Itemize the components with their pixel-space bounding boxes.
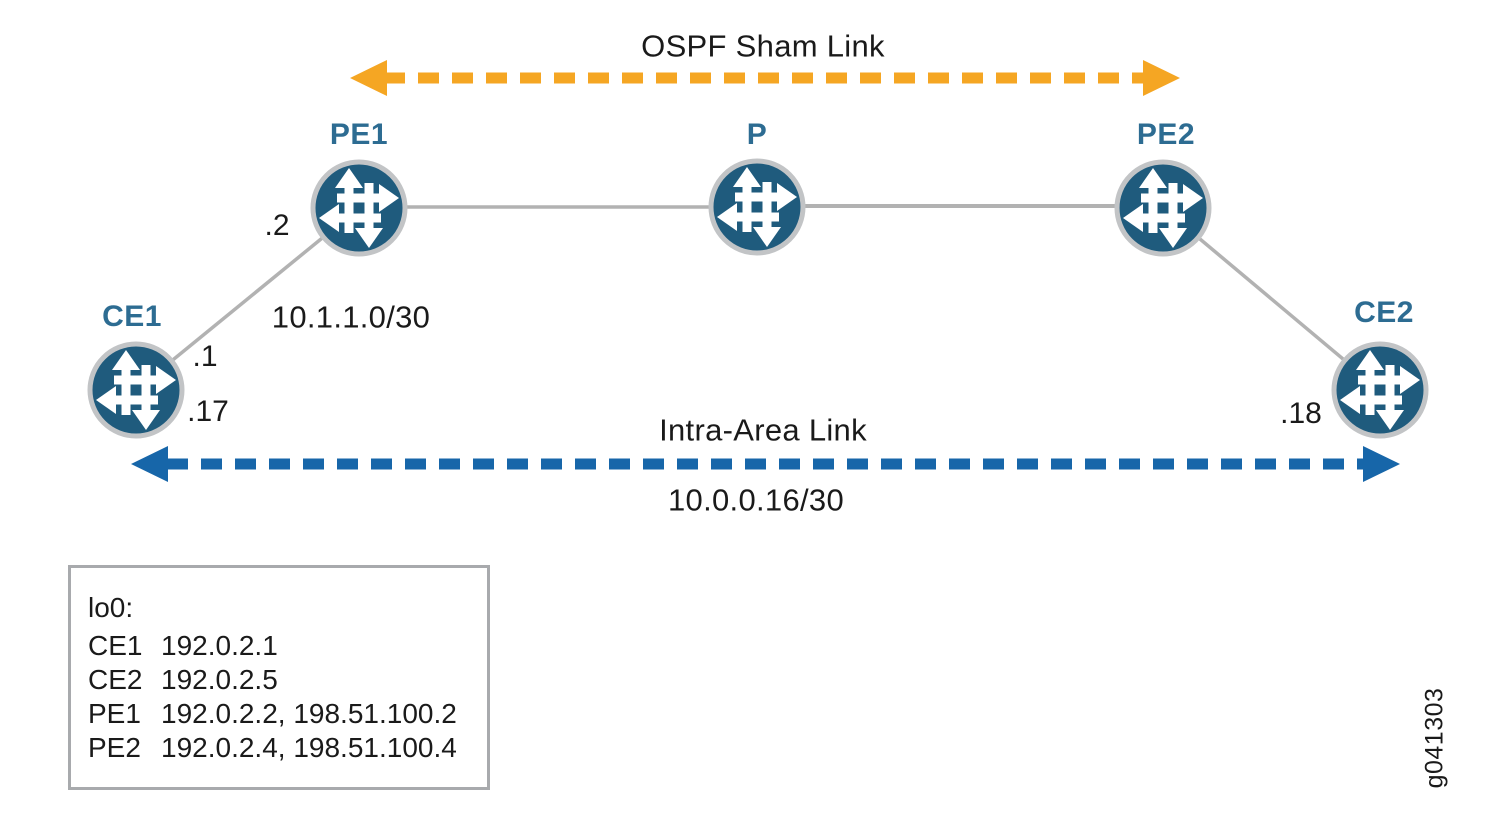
legend-row-ce2: CE2 192.0.2.5	[88, 663, 487, 697]
node-label-ce1: CE1	[102, 300, 162, 333]
legend-addresses: 192.0.2.2, 198.51.100.2	[161, 698, 457, 729]
router-node-ce2	[1330, 340, 1430, 440]
legend-row-pe2: PE2 192.0.2.4, 198.51.100.4	[88, 731, 487, 765]
legend-addresses: 192.0.2.5	[161, 664, 278, 695]
sham-link-arrowhead-right	[1143, 60, 1180, 96]
router-icon	[87, 341, 185, 439]
legend-device: CE2	[88, 664, 143, 695]
intra-area-arrowhead-left	[131, 446, 168, 482]
figure-id: g041303	[1420, 687, 1449, 789]
legend-row-pe1: PE1 192.0.2.2, 198.51.100.2	[88, 697, 487, 731]
interface-label-ce1-dot17: .17	[187, 395, 229, 428]
legend-heading: lo0:	[88, 592, 134, 623]
legend-addresses: 192.0.2.1	[161, 630, 278, 661]
router-node-ce1	[86, 340, 186, 440]
interface-label-pe1-dot2: .2	[264, 209, 290, 242]
node-label-pe1: PE1	[329, 118, 389, 151]
interface-label-ce2-dot18: .18	[1280, 397, 1322, 430]
router-icon	[1331, 341, 1429, 439]
node-label-pe2: PE2	[1136, 118, 1196, 151]
legend-device: PE2	[88, 732, 141, 763]
loopback-legend-box: lo0: CE1 192.0.2.1 CE2 192.0.2.5 PE1 192…	[68, 565, 490, 790]
sham-link-title: OSPF Sham Link	[641, 28, 885, 64]
ce1-pe1-subnet-label: 10.1.1.0/30	[271, 299, 431, 335]
node-label-ce2: CE2	[1354, 296, 1414, 329]
router-icon	[708, 158, 806, 256]
sham-link-arrow	[350, 60, 1180, 96]
router-node-pe1	[309, 158, 409, 258]
legend-device: PE1	[88, 698, 141, 729]
router-node-pe2	[1113, 158, 1213, 258]
router-icon	[310, 159, 408, 257]
intra-area-link-arrow	[131, 446, 1400, 482]
sham-link-arrowhead-left	[350, 60, 387, 96]
intra-area-link-title: Intra-Area Link	[659, 412, 867, 448]
intra-area-arrowhead-right	[1363, 446, 1400, 482]
router-icon	[1114, 159, 1212, 257]
legend-addresses: 192.0.2.4, 198.51.100.4	[161, 732, 457, 763]
interface-label-ce1-dot1: .1	[192, 340, 218, 373]
legend-row-ce1: CE1 192.0.2.1	[88, 629, 487, 663]
intra-area-subnet-label: 10.0.0.16/30	[668, 482, 844, 518]
node-label-p: P	[746, 118, 768, 151]
router-node-p	[707, 157, 807, 257]
legend-device: CE1	[88, 630, 143, 661]
